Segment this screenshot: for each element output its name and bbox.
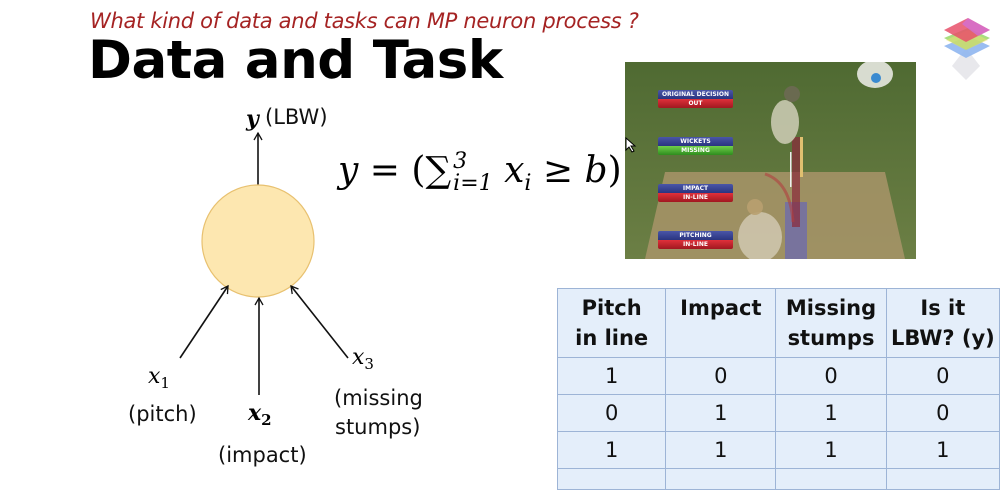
batsman-figure: [771, 100, 799, 144]
table-cell: 1: [775, 431, 887, 469]
hud-panel-wickets: WICKETS MISSING: [658, 137, 733, 155]
table-cell: [775, 468, 887, 490]
table-cell: 1: [885, 431, 1000, 469]
input-var-x2: x2: [247, 400, 272, 429]
mp-neuron-diagram: y (LBW) x1 (pitch) x2 (impact) x3 (missi…: [128, 105, 423, 467]
stump-line: [790, 152, 792, 187]
hud-panel-original-decision: ORIGINAL DECISION OUT: [658, 90, 733, 108]
table-cell: [665, 468, 777, 490]
hud-panel-value: IN-LINE: [658, 240, 733, 249]
table-cell: 0: [885, 394, 1000, 432]
input-label-stumps: stumps): [335, 415, 420, 439]
slide-subtitle: What kind of data and tasks can MP neuro…: [90, 9, 639, 33]
ball-trajectory: [792, 137, 800, 227]
mouse-cursor-icon: [625, 137, 637, 153]
hud-panel-value: OUT: [658, 99, 733, 108]
table-cell: 0: [885, 357, 1000, 395]
table-row: 1 1 1 1: [556, 431, 1000, 469]
input-label-pitch: (pitch): [128, 402, 197, 426]
table-cell: 0: [775, 357, 887, 395]
output-var-y: y: [245, 106, 261, 132]
formula-term: xi: [504, 150, 532, 197]
hud-panel-value: IN-LINE: [658, 193, 733, 202]
formula-open-paren: (: [411, 150, 426, 191]
table-cell: 1: [775, 394, 887, 432]
output-label-lbw: (LBW): [265, 105, 328, 129]
formula-sum: ∑: [425, 150, 451, 191]
input-var-x3: x3: [352, 345, 374, 373]
formula-threshold: b: [584, 150, 608, 191]
stumps: [800, 137, 803, 177]
ball-curve: [764, 172, 795, 223]
ball-path-column: [785, 202, 807, 259]
logo-base-shape: [952, 48, 980, 80]
table-row-partial: [556, 468, 1000, 490]
bowler-head: [747, 199, 763, 215]
table-cell: [556, 468, 667, 490]
input-var-x1: x1: [148, 364, 170, 392]
formula-relation: ≥: [542, 150, 574, 191]
hud-panel-title: WICKETS: [658, 137, 733, 146]
table-cell: 1: [665, 394, 777, 432]
cricket-lbw-review-image: ORIGINAL DECISION OUT WICKETS MISSING IM…: [625, 62, 916, 259]
neuron-node: [201, 184, 315, 298]
logo-layer-magenta: [962, 18, 990, 36]
table-row: 0 1 1 0: [556, 394, 1000, 432]
hud-panel-title: IMPACT: [658, 184, 733, 193]
batsman-helmet: [784, 86, 800, 102]
hud-panel-impact: IMPACT IN-LINE: [658, 184, 733, 202]
hud-panel-title: ORIGINAL DECISION: [658, 90, 733, 99]
table-cell: 1: [665, 431, 777, 469]
input-arrow-x1: [179, 284, 229, 359]
input-label-missing: (missing: [334, 386, 423, 410]
wicketkeeper-gloves: [871, 73, 881, 83]
formula-close-paren: ): [607, 150, 622, 191]
table-cell: [885, 468, 1000, 490]
bowler-figure: [738, 212, 782, 259]
hud-panel-title: PITCHING: [658, 231, 733, 240]
slide-title: Data and Task: [88, 30, 503, 91]
layered-stack-logo-icon: [944, 18, 990, 80]
sum-symbol: ∑: [425, 150, 452, 191]
formula-lhs: y: [338, 150, 359, 191]
hud-panel-value: MISSING: [658, 146, 733, 155]
sum-lower: i=1: [453, 171, 493, 196]
table-cell: 0: [665, 357, 777, 395]
input-arrow-x3: [290, 284, 349, 359]
hud-panel-pitching: PITCHING IN-LINE: [658, 231, 733, 249]
header-impact: Impact: [665, 288, 777, 358]
table-cell: 1: [556, 431, 667, 469]
input-label-impact: (impact): [218, 443, 307, 467]
table-cell: 0: [556, 394, 667, 432]
sum-upper: 3: [453, 149, 468, 174]
table-cell: 1: [556, 357, 667, 395]
formula-equals: =: [369, 150, 400, 191]
table-row: 1 0 0 0: [556, 357, 1000, 395]
